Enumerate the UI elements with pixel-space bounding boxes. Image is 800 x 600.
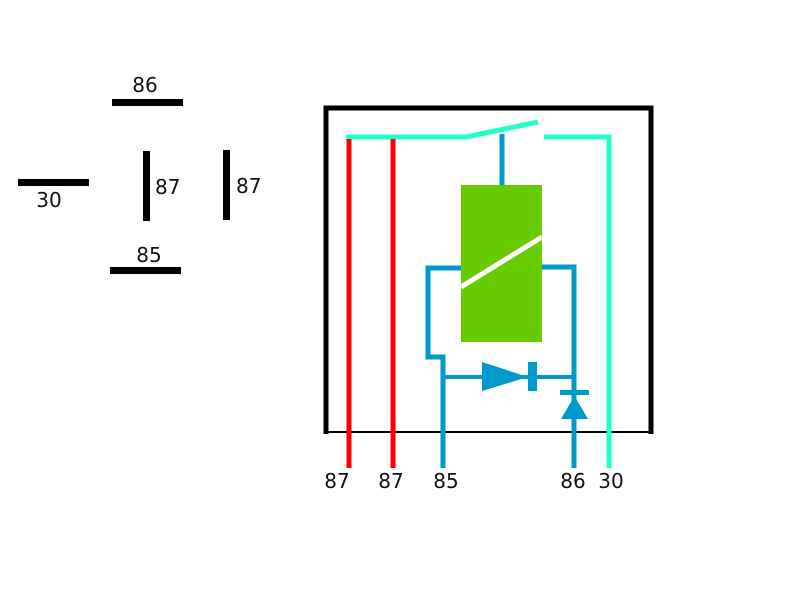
switch-contact-icon	[465, 119, 539, 140]
pin-87-terminal	[143, 151, 150, 221]
schematic-pin-87-label-2: 87	[378, 469, 403, 493]
schematic-pin-86-label: 86	[560, 469, 585, 493]
pin-86-terminal	[112, 99, 183, 106]
diode-icon-2	[560, 390, 589, 419]
pin-86-label: 86	[132, 73, 157, 97]
pin-87-label: 87	[155, 175, 180, 199]
relay-coil-icon	[459, 185, 544, 342]
common-wire-right	[544, 134, 612, 468]
relay-schematic: 87 87 85 86 30	[323, 105, 654, 493]
pin-30-terminal	[18, 179, 89, 186]
pin-85-label: 85	[136, 243, 161, 267]
diode-icon	[482, 362, 537, 391]
coil-wire-85	[425, 265, 462, 468]
pin-87-label-2: 87	[236, 174, 261, 198]
schematic-pin-30-label: 30	[598, 469, 623, 493]
coil-wire-86	[541, 264, 577, 468]
pin-layout: 86 30 87 87 85	[18, 73, 261, 274]
relay-housing	[323, 105, 654, 434]
pin-87-terminal-2	[223, 150, 230, 220]
pin-85-terminal	[110, 267, 181, 274]
schematic-pin-87-label: 87	[324, 469, 349, 493]
schematic-pin-85-label: 85	[433, 469, 458, 493]
pin-30-label: 30	[36, 188, 61, 212]
